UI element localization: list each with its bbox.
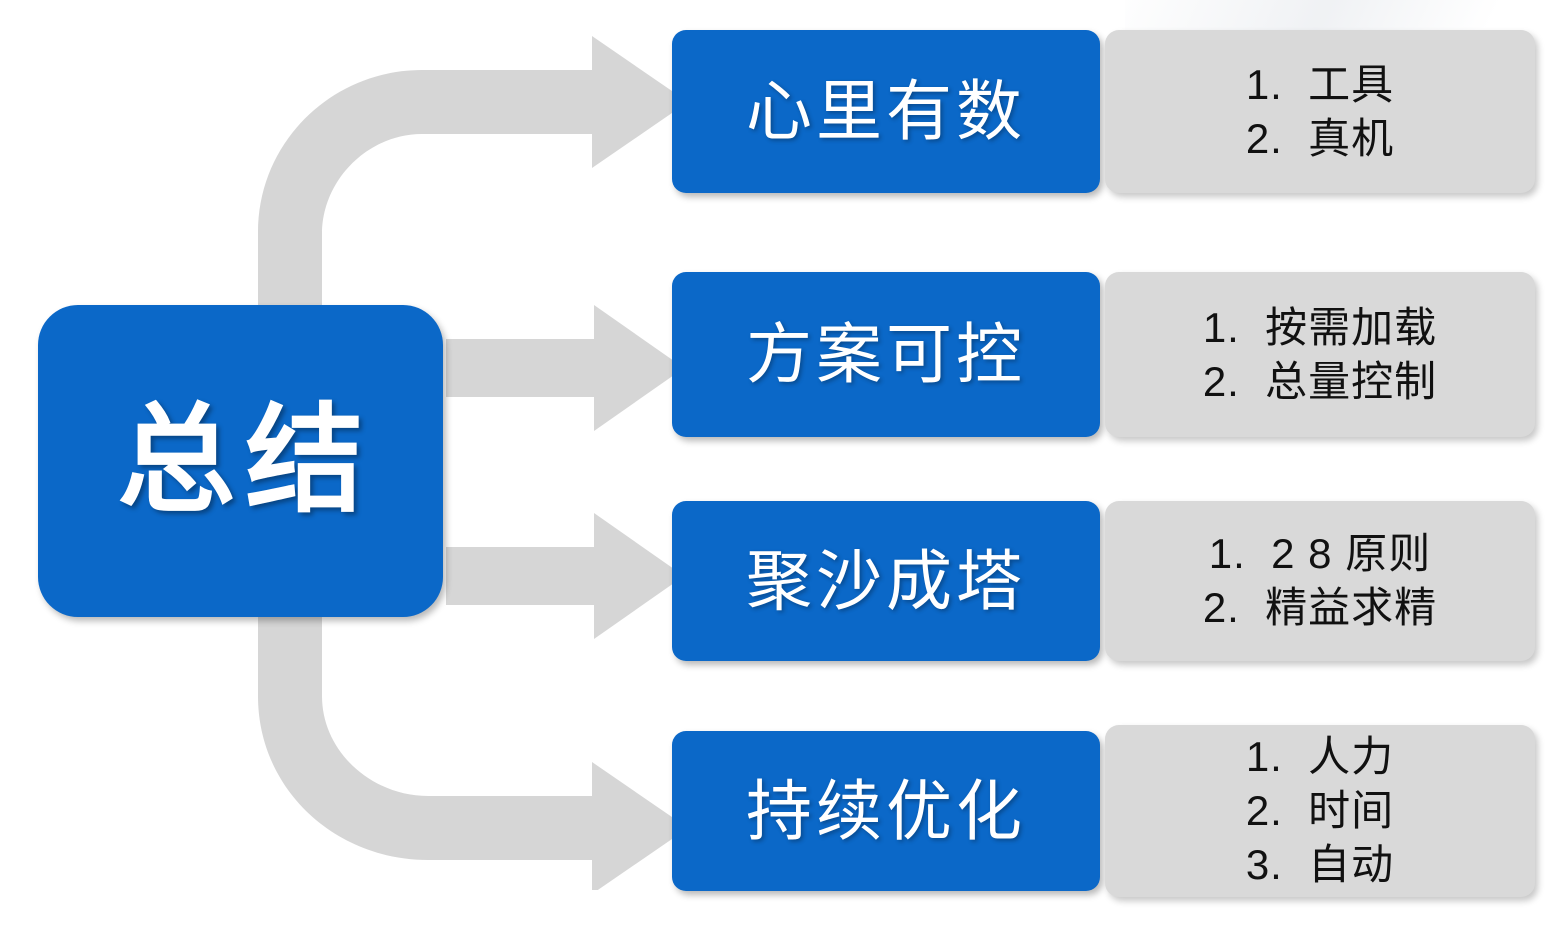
branch-title-box-1[interactable]: 心里有数 xyxy=(672,30,1100,193)
branch-detail-line: 2. 精益求精 xyxy=(1202,584,1438,631)
branch-detail-line: 1. 按需加载 xyxy=(1202,303,1438,351)
root-node-label: 总结 xyxy=(117,395,374,527)
branch-title-label-1: 心里有数 xyxy=(746,74,1026,149)
connector-arrow-branch-4 xyxy=(258,600,688,890)
branch-detail-line: 2. 时间 xyxy=(1245,787,1395,835)
connector-arrow-branch-3 xyxy=(446,513,684,639)
branch-detail-line: 3. 自动 xyxy=(1245,840,1395,888)
branch-title-box-4[interactable]: 持续优化 xyxy=(672,731,1100,891)
root-node[interactable]: 总结 xyxy=(38,305,443,617)
connector-arrow-branch-2 xyxy=(446,305,684,431)
branch-detail-box-3[interactable]: 1. 2 8 原则 2. 精益求精 xyxy=(1105,501,1535,661)
branch-detail-line: 1. 人力 xyxy=(1245,733,1395,781)
branch-title-label-2: 方案可控 xyxy=(746,317,1026,392)
branch-detail-box-2[interactable]: 1. 按需加载 2. 总量控制 xyxy=(1105,272,1535,437)
branch-detail-line: 1. 2 8 原则 xyxy=(1208,530,1432,578)
branch-detail-line: 1. 工具 xyxy=(1245,60,1395,108)
branch-title-box-3[interactable]: 聚沙成塔 xyxy=(672,501,1100,661)
branch-title-label-3: 聚沙成塔 xyxy=(746,543,1026,618)
branch-detail-box-1[interactable]: 1. 工具 2. 真机 xyxy=(1105,30,1535,193)
connector-arrow-branch-1 xyxy=(258,36,688,326)
branch-detail-line: 2. 总量控制 xyxy=(1202,357,1438,405)
branch-detail-box-4[interactable]: 1. 人力 2. 时间 3. 自动 xyxy=(1105,725,1535,897)
branch-title-label-4: 持续优化 xyxy=(746,773,1026,848)
branch-title-box-2[interactable]: 方案可控 xyxy=(672,272,1100,437)
branch-detail-line: 2. 真机 xyxy=(1245,114,1395,162)
